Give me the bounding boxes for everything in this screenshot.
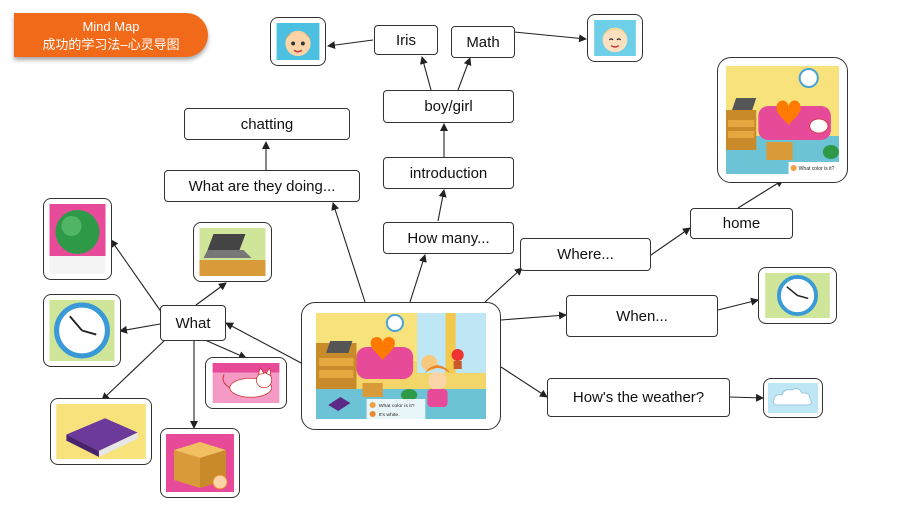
book-image [50,398,152,465]
arrow-what-book [101,339,166,401]
scene-caption-answer: It's white. [379,412,400,418]
arrow-what-cat [204,339,247,359]
arrow-what-ball [110,239,163,314]
arrow-when-clockpic [717,297,759,311]
room-scene-icon: What color is it? [726,66,839,174]
cat-image [205,357,287,409]
node-what[interactable]: What [160,305,226,341]
boy-face-icon [594,20,636,56]
box-icon [166,434,234,492]
girl-face-image [270,17,326,66]
node-chatting[interactable]: chatting [184,108,350,140]
node-how-many[interactable]: How many... [383,222,514,254]
arrow-center-howmany [409,254,427,303]
banner-title: Mind Map [82,19,140,34]
node-when[interactable]: When... [566,295,718,337]
center-scene-image: What color is it? It's white. [301,302,501,430]
green-ball-icon [49,204,106,274]
home-scene-image: What color is it? [717,57,848,183]
node-hows-the-weather[interactable]: How's the weather? [547,378,730,417]
arrow-boygirl-iris [419,56,432,91]
arrow-howmany-intro [437,189,447,222]
arrow-center-what [225,322,304,365]
arrow-where-home [650,227,691,256]
room-scene-icon: What color is it? It's white. [316,313,486,419]
arrow-iris-girlpic [327,39,374,50]
arrow-center-where [484,267,523,303]
node-boy-girl[interactable]: boy/girl [383,90,514,123]
laptop-image [193,222,272,282]
arrow-center-weather [500,366,548,398]
clock-icon [765,273,830,318]
box-image [160,428,240,498]
laptop-icon [199,228,266,276]
scene-caption-question: What color is it? [379,403,415,409]
clock-image-left [43,294,121,367]
arrow-what-clock [119,323,161,334]
boy-face-image [587,14,643,62]
book-icon [56,404,146,459]
arrow-weather-cloudpic [729,393,764,402]
node-what-are-they-doing[interactable]: What are they doing... [164,170,360,202]
clock-image-right [758,267,837,324]
girl-face-icon [276,23,320,60]
cat-icon [212,363,280,403]
cloud-image [763,378,823,418]
node-introduction[interactable]: introduction [383,157,514,189]
arrow-center-when [500,311,567,321]
home-scene-caption: What color is it? [799,166,835,172]
clock-icon [49,300,115,361]
node-where[interactable]: Where... [520,238,651,271]
green-ball-image [43,198,112,280]
arrow-boygirl-math [457,57,472,91]
node-math[interactable]: Math [451,26,515,58]
banner-subtitle: 成功的学习法–心灵导图 [42,37,180,52]
cloud-icon [768,383,818,413]
arrow-center-whatdoing [331,202,366,303]
arrow-home-scenepic [737,179,784,209]
node-home[interactable]: home [690,208,793,239]
mind-map-banner: Mind Map 成功的学习法–心灵导图 [14,13,208,57]
arrow-math-boypic [513,31,587,43]
arrow-what-laptop [195,282,227,306]
node-iris[interactable]: Iris [374,25,438,55]
